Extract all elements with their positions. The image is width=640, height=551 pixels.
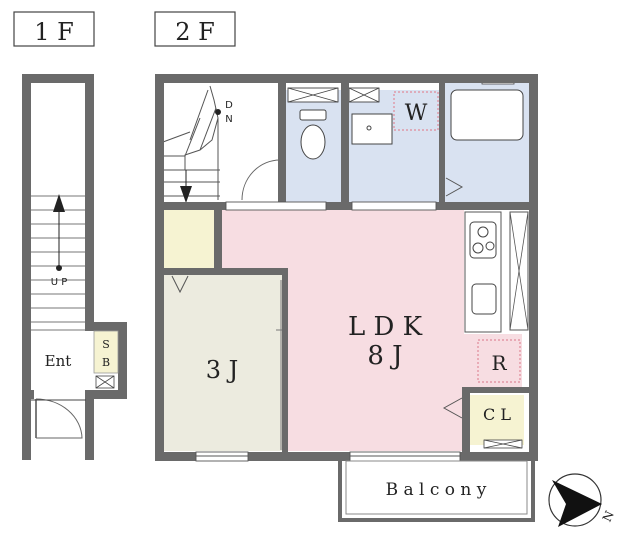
walls-2f — [155, 74, 538, 461]
fridge-space — [477, 339, 521, 383]
bedroom-label: 3 J — [206, 356, 239, 384]
bathtub-icon — [450, 89, 524, 141]
first-floor: U P Ent S B — [22, 74, 127, 460]
ldk-room — [222, 210, 522, 451]
stair-down-label-d: D — [225, 100, 233, 111]
shoebox-label-top: S — [102, 338, 110, 351]
down-arrow-icon — [180, 186, 192, 203]
ldk-label: L D K — [348, 312, 423, 342]
balcony: B a l c o n y — [338, 460, 535, 522]
floor-tab-2f[interactable]: 2 F — [154, 11, 236, 47]
floor-tab-1f[interactable]: 1 F — [13, 11, 95, 47]
washer-space — [393, 91, 439, 131]
second-floor: D N W — [155, 74, 538, 522]
toilet-icon — [300, 124, 326, 160]
stove-icon — [469, 221, 497, 259]
bedroom-3j — [164, 275, 282, 451]
toilet-tank-icon — [299, 109, 327, 121]
entrance-label: Ent — [45, 352, 72, 370]
sink-icon — [351, 113, 393, 145]
closet-cl — [470, 395, 524, 445]
floor-1f-label: 1 F — [34, 18, 74, 46]
up-arrow-icon — [53, 194, 65, 212]
stair-down-label-n: N — [225, 114, 232, 125]
washroom — [349, 90, 439, 202]
upper-cabinets — [287, 87, 380, 103]
compass-icon: N — [548, 473, 617, 527]
stair-up-label: U P — [51, 277, 68, 288]
balcony-label: B a l c o n y — [386, 480, 487, 500]
closet-label: C L — [483, 405, 511, 424]
ldk-size-label: 8 J — [367, 341, 402, 371]
shoebox-label-bottom: B — [102, 356, 110, 369]
north-label: N — [600, 509, 617, 524]
closet-stair — [164, 210, 216, 268]
kitchen-sink-icon — [471, 283, 497, 315]
floor-2f-label: 2 F — [175, 18, 215, 46]
fridge-label: R — [491, 351, 507, 375]
entrance-door[interactable] — [31, 398, 86, 439]
windows-2f — [195, 201, 461, 462]
shoe-box — [93, 330, 119, 374]
stair-hall-1f — [30, 82, 86, 386]
washer-label: W — [405, 101, 428, 126]
